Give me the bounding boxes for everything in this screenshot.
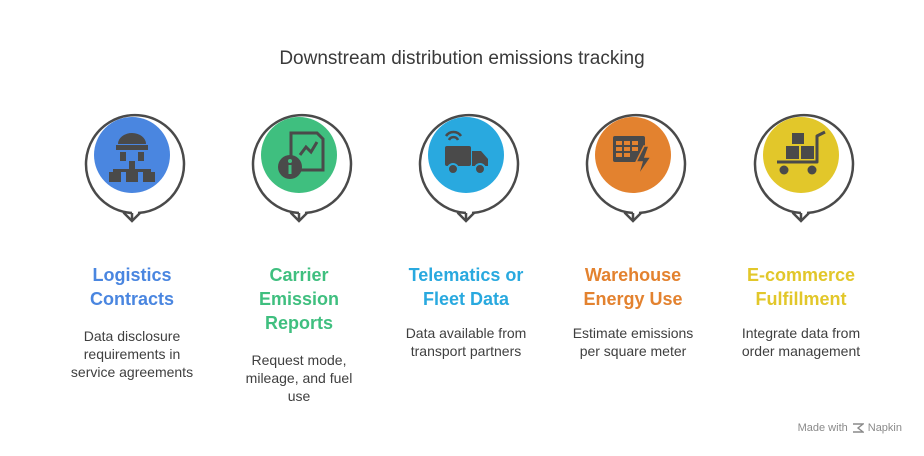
step-heading: Carrier Emission Reports [258, 265, 340, 333]
report-info-icon [278, 131, 325, 179]
step-description: Data available from transport partners [405, 325, 527, 359]
step-icon-wrap [214, 100, 384, 230]
step-description: Request mode, mileage, and fuel use [245, 352, 353, 404]
step-icon-wrap [47, 100, 217, 230]
page-title: Downstream distribution emissions tracki… [279, 48, 645, 69]
step-description: Data disclosure requirements in service … [70, 328, 194, 380]
step-icon-wrap [548, 100, 718, 230]
step-description: Integrate data from order management [741, 325, 861, 359]
step-ecommerce-fulfillment: E-commerce Fulfillment Integrate data fr… [716, 0, 886, 456]
step-description: Estimate emissions per square meter [572, 325, 694, 359]
connected-truck-icon [444, 130, 488, 175]
step-heading: Warehouse Energy Use [583, 265, 683, 309]
step-warehouse-energy-use: Warehouse Energy Use Estimate emissions … [548, 0, 718, 456]
step-telematics-fleet-data: Telematics or Fleet Data Data available … [381, 0, 551, 456]
shopping-cart-icon [777, 130, 826, 175]
napkin-brand-badge[interactable]: Made with Napkin [798, 422, 902, 434]
brand-name: Napkin [867, 422, 902, 434]
energy-grid-icon [613, 136, 653, 177]
step-icon-wrap [716, 100, 886, 230]
step-heading: Telematics or Fleet Data [408, 265, 524, 309]
step-heading: Logistics Contracts [89, 265, 174, 309]
step-icon-wrap [381, 100, 551, 230]
step-carrier-emission-reports: Carrier Emission Reports Request mode, m… [214, 0, 384, 456]
made-with-label: Made with [797, 422, 848, 434]
step-heading: E-commerce Fulfillment [746, 265, 856, 309]
org-hierarchy-icon [109, 133, 155, 182]
step-logistics-contracts: Logistics Contracts Data disclosure requ… [47, 0, 217, 456]
napkin-logo-icon [852, 423, 864, 433]
